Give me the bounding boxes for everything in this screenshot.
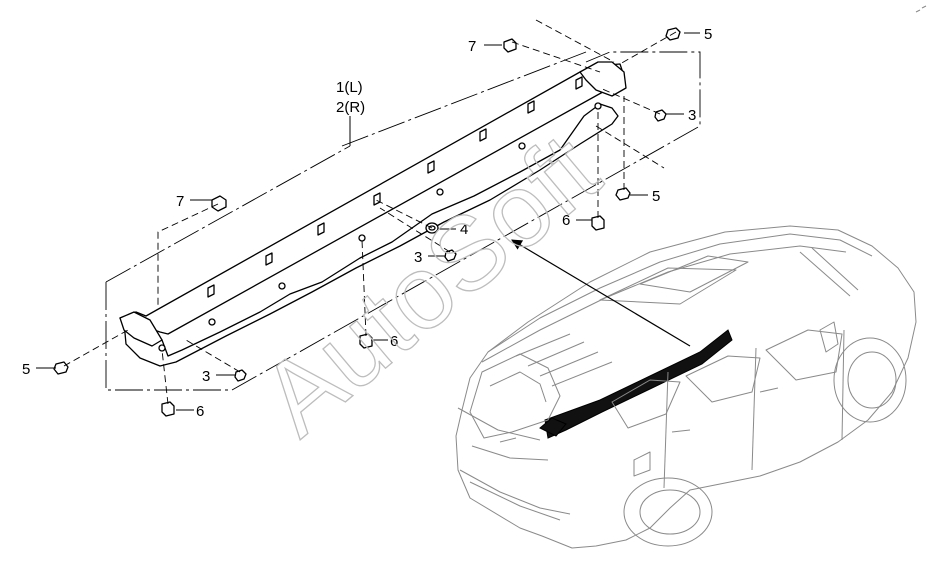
screw-icon (53, 361, 69, 375)
location-arrow (511, 239, 691, 347)
callout-3-bottom: 3 (202, 368, 210, 385)
screw-icon (615, 187, 631, 201)
callout-7-top: 7 (468, 38, 476, 55)
clip-nut-icon (503, 38, 517, 53)
clip-icon (234, 369, 247, 382)
bolt-icon (591, 215, 605, 231)
roof-moulding-part (119, 61, 627, 367)
rail-clips (207, 76, 583, 298)
clip-nut-icon (211, 195, 227, 212)
clip-icon (444, 249, 457, 262)
callout-labels: 1(L) 2(R) 7 5 3 5 6 4 3 6 3 6 5 7 (22, 26, 712, 420)
callout-5-right: 5 (652, 188, 660, 205)
callout-6-right: 6 (562, 212, 570, 229)
callout-5-left: 5 (22, 361, 30, 378)
bolt-icon (161, 401, 175, 417)
callout-2: 2(R) (336, 99, 365, 116)
callout-7-left: 7 (176, 193, 184, 210)
callout-6-mid: 6 (390, 333, 398, 350)
callout-6-bottom: 6 (196, 403, 204, 420)
callout-3-mid: 3 (414, 249, 422, 266)
callout-3-top: 3 (688, 107, 696, 124)
bolt-icon (359, 333, 373, 349)
callout-4: 4 (460, 221, 468, 238)
vehicle-illustration (455, 225, 917, 549)
mounting-holes (158, 102, 602, 352)
assembly-lines (63, 19, 677, 405)
callout-5-top-right: 5 (704, 26, 712, 43)
assembly-frame (105, 51, 701, 391)
corner-mark-icon (915, 5, 927, 13)
callout-1: 1(L) (336, 79, 363, 96)
clip-icon (654, 109, 667, 122)
callout-leaders (36, 32, 700, 411)
